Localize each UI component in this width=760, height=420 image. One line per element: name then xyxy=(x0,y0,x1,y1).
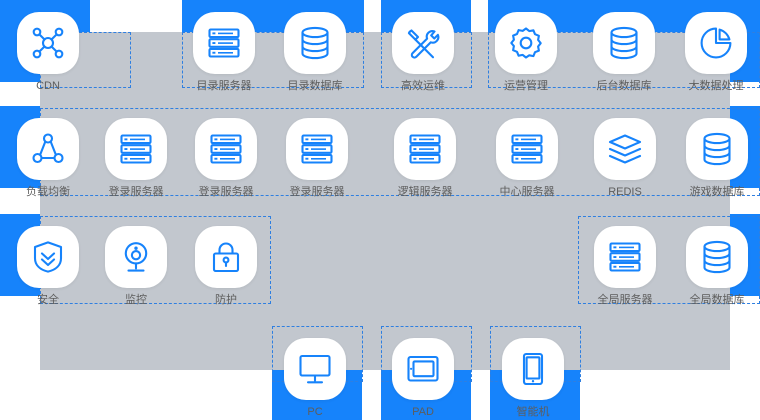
node-label: 负载均衡 xyxy=(26,186,70,198)
node-database-cylinder[interactable]: 目录数据库 xyxy=(283,12,347,93)
node-label: 运营管理 xyxy=(504,80,548,92)
node-label: REDIS xyxy=(608,186,642,198)
node-server-rack[interactable]: 目录服务器 xyxy=(192,12,256,93)
node-tools-wrench[interactable]: 高效运维 xyxy=(391,12,455,93)
node-label: 后台数据库 xyxy=(596,80,652,92)
node-gear-settings[interactable]: 运营管理 xyxy=(494,12,558,93)
node-label: 大数据处理 xyxy=(688,80,744,92)
node-server-rack[interactable]: 登录服务器 xyxy=(104,118,168,199)
server-rack-icon xyxy=(496,118,558,180)
cdn-network-icon xyxy=(17,12,79,74)
node-layers-stack[interactable]: REDIS xyxy=(593,118,657,199)
server-rack-icon xyxy=(394,118,456,180)
node-label: 高效运维 xyxy=(401,80,445,92)
node-smartphone[interactable]: 智能机 xyxy=(501,338,565,419)
gear-settings-icon xyxy=(495,12,557,74)
central-gray-panel xyxy=(40,32,730,370)
node-server-rack[interactable]: 中心服务器 xyxy=(495,118,559,199)
node-desktop-monitor[interactable]: PC xyxy=(283,338,347,419)
server-rack-icon xyxy=(105,118,167,180)
camera-monitor-icon xyxy=(105,226,167,288)
node-database-cylinder[interactable]: 全局数据库 xyxy=(685,226,749,307)
node-label: PC xyxy=(307,406,323,418)
tablet-device-icon xyxy=(392,338,454,400)
node-database-cylinder[interactable]: 后台数据库 xyxy=(592,12,656,93)
node-label: 智能机 xyxy=(516,406,550,418)
node-label: 登录服务器 xyxy=(289,186,345,198)
server-rack-icon xyxy=(594,226,656,288)
server-rack-icon xyxy=(195,118,257,180)
layers-stack-icon xyxy=(594,118,656,180)
node-label: 逻辑服务器 xyxy=(397,186,453,198)
node-shield-check[interactable]: 安全 xyxy=(16,226,80,307)
node-label: CDN xyxy=(36,80,60,92)
node-server-rack[interactable]: 全局服务器 xyxy=(593,226,657,307)
server-rack-icon xyxy=(286,118,348,180)
node-server-rack[interactable]: 逻辑服务器 xyxy=(393,118,457,199)
database-cylinder-icon xyxy=(593,12,655,74)
node-label: 登录服务器 xyxy=(198,186,254,198)
node-cdn-network[interactable]: CDN xyxy=(16,12,80,93)
node-camera-monitor[interactable]: 监控 xyxy=(104,226,168,307)
node-label: 全局服务器 xyxy=(597,294,653,306)
group-directory xyxy=(182,32,364,88)
server-rack-icon xyxy=(193,12,255,74)
node-database-cylinder[interactable]: 游戏数据库 xyxy=(685,118,749,199)
node-label: 安全 xyxy=(37,294,59,306)
node-tablet-device[interactable]: PAD xyxy=(391,338,455,419)
load-balancer-icon xyxy=(17,118,79,180)
node-label: 中心服务器 xyxy=(499,186,555,198)
lock-padlock-icon xyxy=(195,226,257,288)
node-label: 目录数据库 xyxy=(287,80,343,92)
desktop-monitor-icon xyxy=(284,338,346,400)
node-load-balancer[interactable]: 负载均衡 xyxy=(16,118,80,199)
database-cylinder-icon xyxy=(284,12,346,74)
shield-check-icon xyxy=(17,226,79,288)
node-server-rack[interactable]: 登录服务器 xyxy=(194,118,258,199)
database-cylinder-icon xyxy=(686,118,748,180)
smartphone-icon xyxy=(502,338,564,400)
node-label: 监控 xyxy=(125,294,147,306)
pie-chart-icon xyxy=(685,12,747,74)
node-label: 防护 xyxy=(215,294,237,306)
node-label: 全局数据库 xyxy=(689,294,745,306)
database-cylinder-icon xyxy=(686,226,748,288)
node-label: 目录服务器 xyxy=(196,80,252,92)
tools-wrench-icon xyxy=(392,12,454,74)
node-label: PAD xyxy=(412,406,434,418)
node-label: 游戏数据库 xyxy=(689,186,745,198)
node-label: 登录服务器 xyxy=(108,186,164,198)
node-lock-padlock[interactable]: 防护 xyxy=(194,226,258,307)
node-server-rack[interactable]: 登录服务器 xyxy=(285,118,349,199)
node-pie-chart[interactable]: 大数据处理 xyxy=(684,12,748,93)
